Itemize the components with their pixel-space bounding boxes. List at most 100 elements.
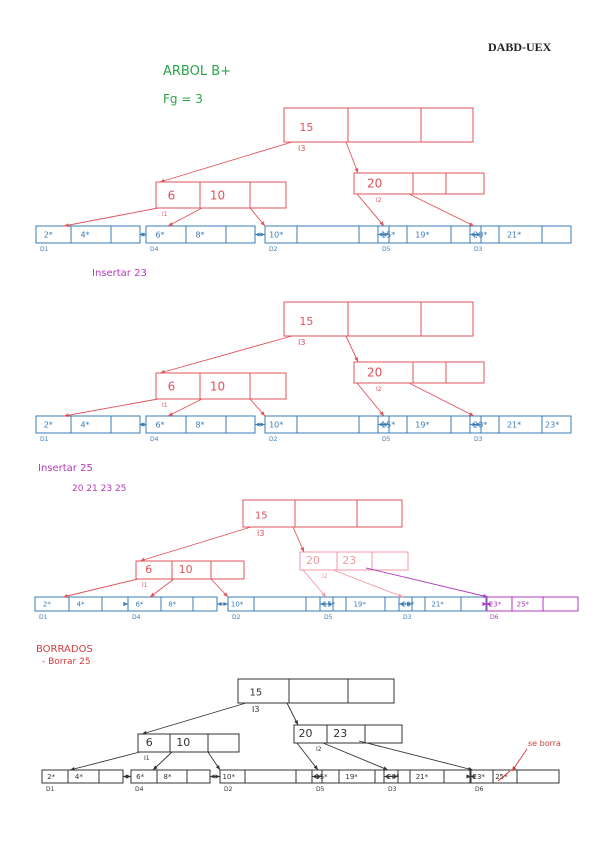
step2-root-key: 15 bbox=[299, 315, 313, 328]
step4-inner-left-box bbox=[137, 733, 240, 753]
step4-ptr-D5 bbox=[296, 742, 319, 771]
step4-leaf-D6-key: 25* bbox=[495, 773, 508, 781]
step4-leaf-D1-key: 4* bbox=[75, 773, 83, 781]
step4-leaf-D5-key: 19* bbox=[345, 773, 358, 781]
step4-sibling-link-fwd-head bbox=[466, 774, 471, 779]
step2-leaf-D5-key: 15* bbox=[381, 421, 395, 430]
step3-leaf-D3-key: 21* bbox=[431, 601, 444, 609]
step2-leaf-D3-key: 21* bbox=[507, 421, 521, 430]
step4-ptr-D3 bbox=[322, 742, 389, 771]
step2-leaf-D3-key: 20* bbox=[473, 421, 487, 430]
step3-inner-left-label: I1 bbox=[142, 582, 148, 589]
step3-ptr-D4 bbox=[149, 578, 175, 598]
step4-ptr-D6-head bbox=[468, 766, 473, 771]
step1-leaf-D5-key: 15* bbox=[381, 231, 395, 240]
step4-title: BORRADOS bbox=[36, 644, 93, 655]
step1-sibling-link-back-head bbox=[476, 232, 481, 237]
step3-sibling-link-back-head bbox=[407, 602, 412, 606]
step2-inner-left-key: 10 bbox=[210, 380, 225, 394]
step1-leaf-label: D2 bbox=[269, 246, 278, 253]
step1-inner-left-key: 6 bbox=[168, 189, 176, 203]
step4-delete-arrow-head bbox=[512, 766, 517, 771]
step3-root-to-left bbox=[139, 526, 252, 562]
step3-ptr-D1-head bbox=[63, 594, 68, 598]
step2-sibling-link-back-head bbox=[476, 422, 481, 427]
step4-root-to-left bbox=[141, 702, 247, 735]
step3-leaf-D6-key: 25* bbox=[517, 601, 530, 609]
step3-leaf-label: D6 bbox=[490, 614, 499, 621]
step2-leaf-label: D4 bbox=[150, 436, 159, 443]
step4-subtitle: - Borrar 25 bbox=[42, 657, 91, 667]
step3-split-note: 20 21 23 25 bbox=[72, 484, 127, 494]
step3-leaf-label: D2 bbox=[232, 614, 241, 621]
step4-leaf-label: D4 bbox=[135, 786, 144, 793]
step3-leaf-label: D1 bbox=[39, 614, 48, 621]
step3-ptr-D3-head bbox=[398, 593, 403, 598]
step2-root-box bbox=[283, 301, 474, 337]
step2-leaf-D5-key: 19* bbox=[415, 421, 429, 430]
step2-inner-left-box bbox=[155, 372, 287, 400]
step3-inner-left-key: 6 bbox=[145, 563, 152, 576]
step1-root-to-left bbox=[159, 141, 293, 183]
step2-leaf-D1-key: 2* bbox=[44, 421, 53, 430]
step2-ptr-D1 bbox=[63, 398, 159, 417]
step3-ptr-D4-head bbox=[150, 592, 155, 597]
step3-ptr-D5 bbox=[302, 569, 327, 598]
step1-leaf-D2-key: 10* bbox=[269, 231, 283, 240]
intro-title: ARBOL B+ bbox=[163, 64, 232, 79]
step2-root-to-left-head bbox=[160, 369, 165, 374]
step1-ptr-D5 bbox=[356, 193, 385, 227]
step4-leaf-label: D6 bbox=[475, 786, 484, 793]
step3-ptr-D3 bbox=[332, 569, 404, 598]
step4-root-box bbox=[237, 678, 395, 704]
step4-inner-left-key: 6 bbox=[146, 736, 153, 749]
step2-ptr-D5 bbox=[356, 382, 385, 417]
step4-root-label: I3 bbox=[252, 705, 259, 714]
step1-leaf-D4-key: 8* bbox=[195, 231, 204, 240]
step3-ptr-D5-head bbox=[321, 592, 326, 597]
step4-leaf-label: D1 bbox=[46, 786, 55, 793]
step3-sibling-link-back-head bbox=[482, 602, 487, 606]
step4-leaf-D1-key: 2* bbox=[47, 773, 55, 781]
step4-deleted-key-strike bbox=[497, 770, 511, 782]
step2-ptr-D4 bbox=[167, 398, 203, 417]
step4-sibling-link-back-head bbox=[317, 774, 322, 779]
step1-inner-left-key: 10 bbox=[210, 189, 225, 203]
step3-leaf-label: D4 bbox=[132, 614, 141, 621]
step4-inner-right-key: 23 bbox=[333, 727, 347, 740]
step3-sibling-link-fwd-head bbox=[486, 602, 491, 606]
step4-inner-right-label: I2 bbox=[316, 746, 322, 753]
step2-ptr-D4-head bbox=[168, 412, 173, 416]
step1-inner-right-box bbox=[353, 172, 485, 195]
step4-leaf-D4-key: 8* bbox=[164, 773, 172, 781]
step2-ptr-D5-head bbox=[379, 411, 384, 416]
step3-ptr-D6-head bbox=[483, 594, 488, 598]
step3-sibling-link-back-head bbox=[217, 602, 222, 606]
step4-leaf-D6-key: 23* bbox=[472, 773, 485, 781]
step4-ptr-D5-head bbox=[313, 765, 318, 770]
step2-inner-left-key: 6 bbox=[168, 380, 176, 394]
step1-ptr-D4-head bbox=[168, 222, 173, 226]
step4-inner-left-key: 10 bbox=[176, 736, 190, 749]
step4-root-key: 15 bbox=[249, 687, 262, 698]
step3-root-key: 15 bbox=[255, 510, 268, 521]
step3-root-to-left-head bbox=[140, 557, 145, 562]
step4-leaf-label: D5 bbox=[316, 786, 325, 793]
step4-inner-left-label: I1 bbox=[144, 755, 150, 762]
step2-leaf-label: D5 bbox=[382, 436, 391, 443]
step2-leaf-D4-key: 6* bbox=[155, 421, 164, 430]
step2-leaf-D4-key: 8* bbox=[195, 421, 204, 430]
step1-inner-left-box bbox=[155, 181, 287, 209]
step3-leaf-D6-key: 23* bbox=[489, 601, 502, 609]
step1-ptr-D4 bbox=[167, 207, 203, 227]
step3-inner-right-label: I2 bbox=[322, 573, 328, 580]
step2-inner-left-label: I1 bbox=[162, 402, 168, 409]
step1-leaf-D4-key: 6* bbox=[155, 231, 164, 240]
step3-leaf-D2-box bbox=[227, 596, 334, 612]
step2-leaf-label: D2 bbox=[269, 436, 278, 443]
step4-ptr-D2-head bbox=[215, 765, 220, 770]
step3-sibling-link-back-head bbox=[123, 602, 128, 606]
step4-inner-right-key: 20 bbox=[299, 727, 313, 740]
step3-sibling-link-back-head bbox=[328, 602, 333, 606]
